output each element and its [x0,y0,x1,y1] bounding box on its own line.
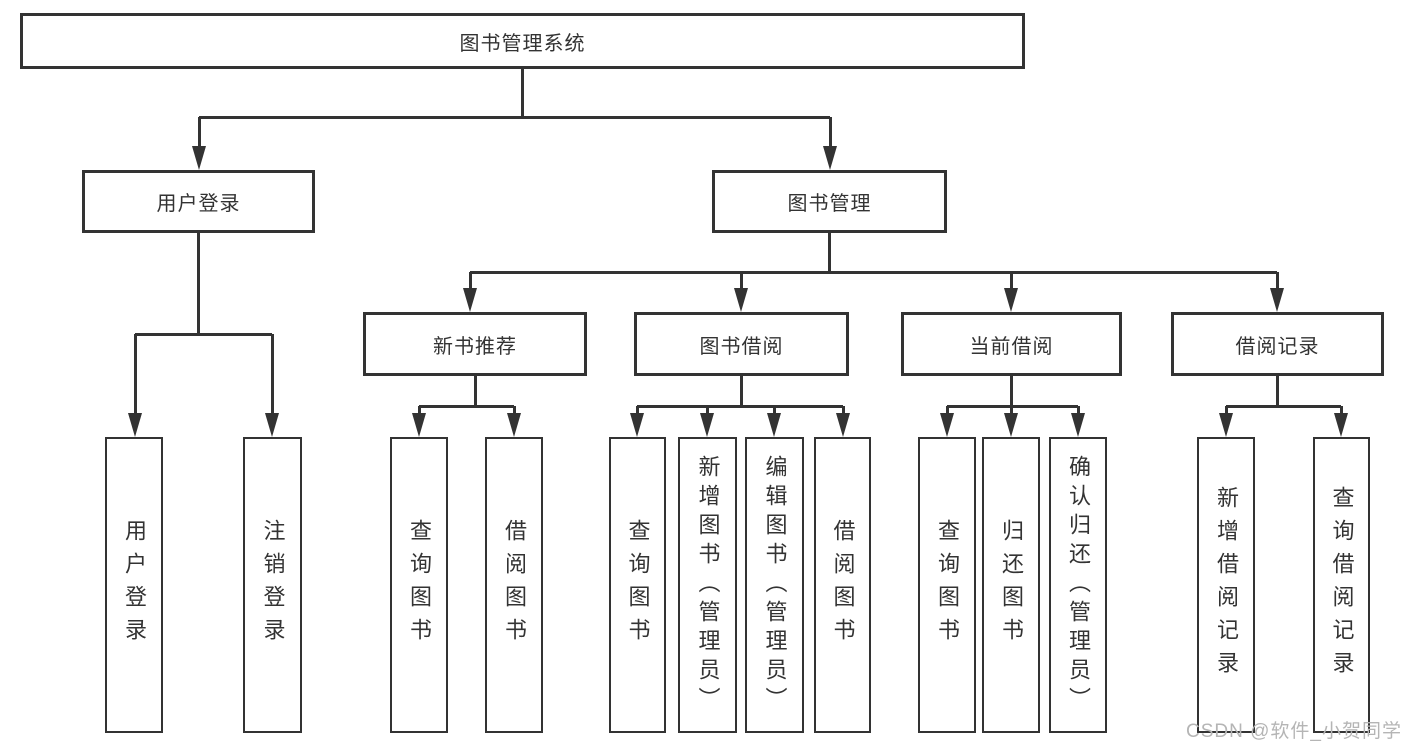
connector-line [1076,406,1080,418]
arrowhead-icon [1334,413,1348,437]
connector-line [1226,404,1341,408]
arrowhead-icon [734,288,748,312]
connector-line [197,117,201,149]
connector-line [135,332,272,336]
node-cb-query-book: 查询图书 [918,437,976,733]
connector-line [945,406,949,418]
connector-line [196,233,200,334]
connector-line [637,404,843,408]
node-cb-return-book-label: 归还图书 [999,519,1024,651]
arrowhead-icon [1219,413,1233,437]
node-ul-user-login: 用户登录 [105,437,163,733]
node-cb-confirm-return: 确认归还（管理员） [1049,437,1107,733]
arrowhead-icon [1004,288,1018,312]
csdn-watermark: CSDN @软件_小贺同学 [1186,721,1402,742]
node-bb-borrow-book-label: 借阅图书 [830,519,856,651]
node-book-mgmt: 图书管理 [712,170,947,233]
node-root: 图书管理系统 [20,13,1025,69]
node-root-label: 图书管理系统 [459,32,586,55]
connector-line [133,334,137,416]
arrowhead-icon [823,146,837,170]
connector-line [1275,376,1279,406]
connector-line [270,334,274,416]
arrowhead-icon [412,413,426,437]
node-new-book-rec: 新书推荐 [363,312,587,376]
node-bb-edit-book-label: 编辑图书（管理员） [762,454,788,716]
arrowhead-icon [265,413,279,437]
node-borrow-records: 借阅记录 [1171,312,1384,376]
connector-line [473,376,477,406]
arrowhead-icon [1004,413,1018,437]
connector-line [468,272,472,292]
node-cb-return-book: 归还图书 [982,437,1040,733]
arrowhead-icon [463,288,477,312]
arrowhead-icon [630,413,644,437]
node-book-borrow-label: 图书借阅 [699,335,784,358]
node-current-borrow: 当前借阅 [901,312,1122,376]
node-ul-user-login-label: 用户登录 [122,519,147,651]
connector-line [635,406,639,418]
node-nb-borrow-book-label: 借阅图书 [502,519,527,651]
connector-line [520,69,524,117]
arrowhead-icon [1071,413,1085,437]
node-bb-edit-book: 编辑图书（管理员） [745,437,804,733]
connector-line [739,272,743,292]
node-nb-query-book-label: 查询图书 [407,519,432,651]
connector-line [1339,406,1343,418]
node-current-borrow-label: 当前借阅 [969,335,1054,358]
connector-line [739,376,743,406]
node-ul-logout: 注销登录 [243,437,302,733]
connector-line [470,270,1277,274]
connector-line [947,404,1078,408]
connector-line [1009,406,1013,418]
arrowhead-icon [507,413,521,437]
connector-line [512,406,516,418]
node-br-add-record: 新增借阅记录 [1197,437,1255,733]
arrowhead-icon [767,413,781,437]
node-user-login: 用户登录 [82,170,315,233]
connector-line [417,406,421,418]
node-user-login-label: 用户登录 [156,193,241,215]
connector-line [827,233,831,272]
arrowhead-icon [192,146,206,170]
connector-line [828,117,832,149]
node-br-query-record-label: 查询借阅记录 [1329,486,1355,684]
connector-line [1275,272,1279,292]
connector-line [705,406,709,418]
node-book-mgmt-label: 图书管理 [787,193,872,215]
connector-line [772,406,776,418]
node-bb-borrow-book: 借阅图书 [814,437,871,733]
node-cb-query-book-label: 查询图书 [935,519,960,651]
node-new-book-rec-label: 新书推荐 [433,335,517,358]
node-br-add-record-label: 新增借阅记录 [1214,486,1239,684]
connector-line [419,404,514,408]
node-nb-borrow-book: 借阅图书 [485,437,543,733]
node-nb-query-book: 查询图书 [390,437,448,733]
node-bb-add-book-label: 新增图书（管理员） [695,454,721,716]
node-bb-add-book: 新增图书（管理员） [678,437,737,733]
arrowhead-icon [836,413,850,437]
node-borrow-records-label: 借阅记录 [1235,335,1320,358]
node-ul-logout-label: 注销登录 [260,519,286,651]
connector-line [841,406,845,418]
node-br-query-record: 查询借阅记录 [1313,437,1370,733]
connector-line [1009,376,1013,406]
node-book-borrow: 图书借阅 [634,312,849,376]
connector-line [1224,406,1228,418]
arrowhead-icon [940,413,954,437]
connector-line [199,115,830,119]
node-bb-query-book: 查询图书 [609,437,666,733]
node-cb-confirm-return-label: 确认归还（管理员） [1066,454,1091,716]
arrowhead-icon [1270,288,1284,312]
arrowhead-icon [700,413,714,437]
node-bb-query-book-label: 查询图书 [625,519,651,651]
arrowhead-icon [128,413,142,437]
connector-line [1009,272,1013,292]
